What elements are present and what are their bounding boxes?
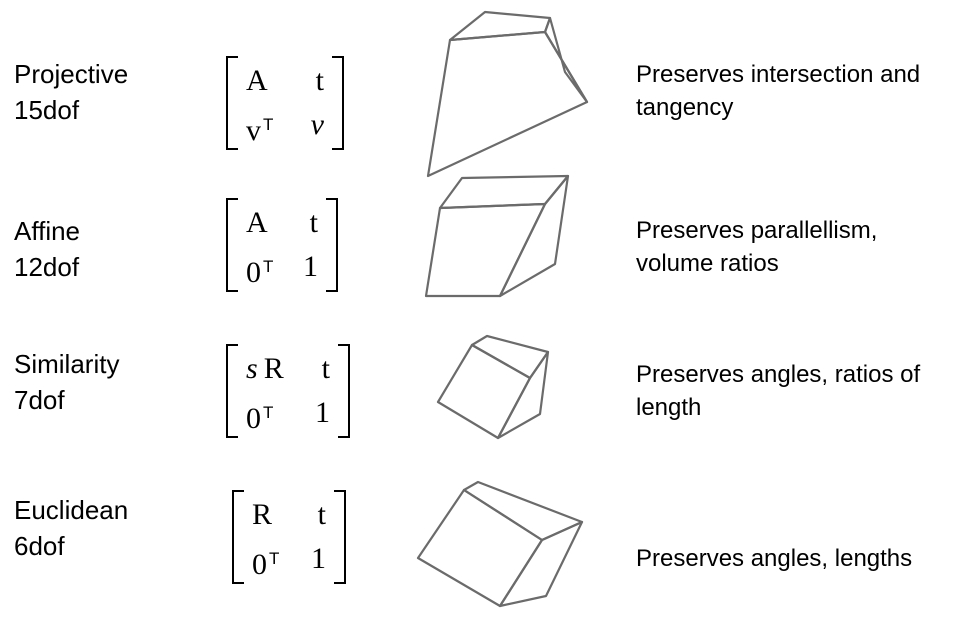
matrix-entry-t: t <box>321 352 330 385</box>
euclidean-description: Preserves angles, lengths <box>636 545 913 572</box>
matrix-entry-one: 1 <box>315 396 330 429</box>
projective-dof: 15dof <box>14 95 80 125</box>
affine-description: Preserves parallellism, volume ratios <box>636 217 878 277</box>
euclidean-label: Euclidean 6dof <box>14 492 128 564</box>
similarity-label: Similarity 7dof <box>14 346 119 418</box>
euclidean-name: Euclidean <box>14 495 129 525</box>
matrix-entry-a: A <box>246 64 268 97</box>
matrix-entry-one: 1 <box>303 250 318 283</box>
similarity-dof: 7dof <box>14 385 65 415</box>
projective-description: Preserves intersection and tangency <box>636 61 921 121</box>
projective-frustum-icon <box>426 10 589 178</box>
similarity-name: Similarity <box>14 349 120 379</box>
matrix-entry-t: t <box>317 498 326 531</box>
similarity-description: Preserves angles, ratios of length <box>636 361 921 421</box>
affine-dof: 12dof <box>14 252 80 282</box>
affine-name: Affine <box>14 216 81 246</box>
matrix-entry-v-scalar: v <box>310 108 324 141</box>
similarity-cube-icon <box>436 334 550 440</box>
matrix-entry-sr: s R <box>246 352 284 385</box>
projective-label: Projective 15dof <box>14 56 128 128</box>
matrix-entry-t: t <box>315 64 324 97</box>
affine-parallelepiped-icon <box>424 174 570 298</box>
matrix-entry-t: t <box>309 206 318 239</box>
projective-name: Projective <box>14 59 129 89</box>
matrix-entry-one: 1 <box>311 542 326 575</box>
matrix-entry-a: A <box>246 206 268 239</box>
euclidean-cube-icon <box>416 480 584 608</box>
affine-label: Affine 12dof <box>14 213 80 285</box>
euclidean-dof: 6dof <box>14 531 65 561</box>
matrix-entry-r: R <box>252 498 273 531</box>
